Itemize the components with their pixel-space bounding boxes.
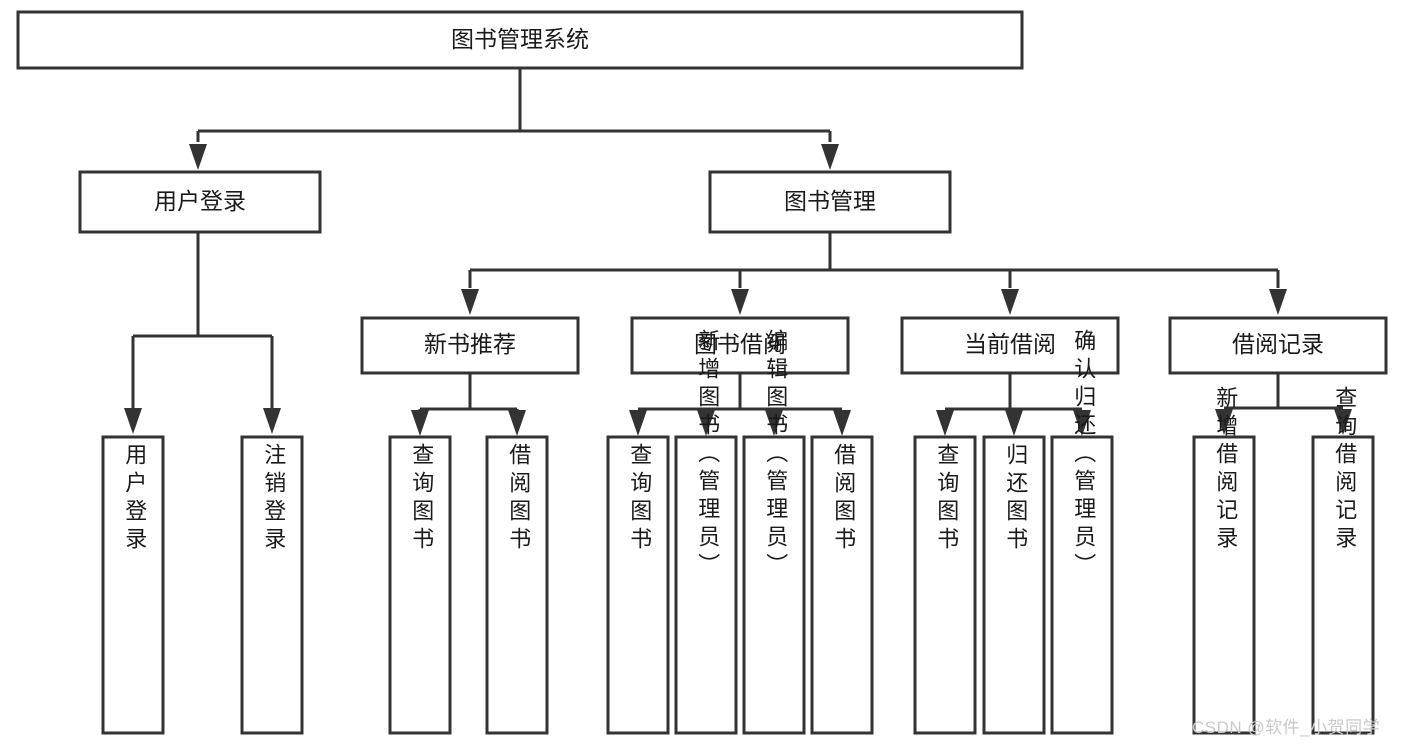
node-leaf-edit-book[interactable]: 编辑图书（管理员） [742, 329, 806, 735]
node-leaf-query-book-1-box[interactable] [388, 435, 452, 735]
node-new-book-recommend-label: 新书推荐 [424, 331, 516, 357]
node-borrow-record-label: 借阅记录 [1232, 331, 1324, 357]
node-borrow-record-box[interactable] [1168, 316, 1388, 375]
node-leaf-user-login[interactable]: 用户登录 [101, 435, 165, 735]
node-leaf-query-book-2-box[interactable] [606, 435, 670, 735]
node-leaf-user-login-box[interactable] [101, 435, 165, 735]
node-leaf-user-logout[interactable]: 注销登录 [240, 435, 304, 735]
node-leaf-confirm-return-label: 确认归还（管理员） [1071, 329, 1096, 581]
arrow-to-leaf-borrow-book-1 [508, 410, 526, 436]
node-leaf-query-book-2-label: 查询图书 [627, 443, 652, 555]
node-leaf-borrow-book-2[interactable]: 借阅图书 [810, 435, 874, 735]
node-leaf-confirm-return[interactable]: 确认归还（管理员） [1050, 329, 1114, 735]
node-leaf-add-book-label: 新增图书（管理员） [695, 329, 720, 581]
node-leaf-query-book-3-box[interactable] [913, 435, 977, 735]
node-current-borrow-label: 当前借阅 [964, 331, 1056, 357]
node-book-borrow[interactable]: 图书借阅 [630, 316, 850, 375]
node-leaf-borrow-book-1[interactable]: 借阅图书 [485, 435, 549, 735]
arrow-to-book-manage [821, 144, 839, 170]
node-user-login[interactable]: 用户登录 [78, 170, 322, 234]
arrow-to-leaf-user-login [124, 408, 142, 434]
arrow-to-leaf-return-book [1005, 410, 1023, 436]
node-leaf-user-logout-box[interactable] [240, 435, 304, 735]
node-book-borrow-label: 图书借阅 [694, 331, 786, 357]
node-leaf-query-book-3[interactable]: 查询图书 [913, 435, 977, 735]
node-leaf-edit-book-label: 编辑图书（管理员） [763, 329, 788, 581]
node-leaf-edit-book-box[interactable] [742, 435, 806, 735]
node-leaf-borrow-book-2-box[interactable] [810, 435, 874, 735]
node-leaf-query-record-box[interactable] [1311, 435, 1375, 735]
node-book-manage-label: 图书管理 [784, 188, 876, 214]
node-leaf-query-book-2[interactable]: 查询图书 [606, 435, 670, 735]
node-leaf-borrow-book-2-label: 借阅图书 [831, 443, 856, 555]
connector-layer [124, 68, 1352, 436]
node-current-borrow[interactable]: 当前借阅 [900, 316, 1120, 375]
node-leaf-query-record[interactable]: 查询借阅记录 [1311, 386, 1375, 735]
node-leaf-add-record-label: 新增借阅记录 [1213, 386, 1238, 554]
node-leaf-add-book[interactable]: 新增图书（管理员） [674, 329, 738, 735]
arrow-to-current-borrow [1001, 289, 1019, 315]
node-leaf-user-logout-label: 注销登录 [261, 443, 286, 555]
node-leaf-query-record-label: 查询借阅记录 [1332, 386, 1357, 554]
node-user-login-label: 用户登录 [154, 188, 246, 214]
arrow-to-leaf-query-book-2 [629, 410, 647, 436]
arrow-to-leaf-query-book-3 [936, 410, 954, 436]
node-new-book-recommend[interactable]: 新书推荐 [360, 316, 580, 375]
node-root-label: 图书管理系统 [451, 26, 589, 52]
node-leaf-return-book-label: 归还图书 [1003, 443, 1028, 555]
arrow-to-book-borrow [731, 289, 749, 315]
node-leaf-add-book-box[interactable] [674, 435, 738, 735]
arrow-to-leaf-borrow-book-2 [833, 410, 851, 436]
node-user-login-box[interactable] [78, 170, 322, 234]
node-new-book-recommend-box[interactable] [360, 316, 580, 375]
node-leaf-borrow-book-1-label: 借阅图书 [506, 443, 531, 555]
node-borrow-record[interactable]: 借阅记录 [1168, 316, 1388, 375]
node-leaf-borrow-book-1-box[interactable] [485, 435, 549, 735]
node-leaf-add-record[interactable]: 新增借阅记录 [1192, 386, 1256, 735]
arrow-to-user-login [189, 144, 207, 170]
node-book-manage[interactable]: 图书管理 [708, 170, 952, 234]
node-leaf-add-record-box[interactable] [1192, 435, 1256, 735]
node-leaf-user-login-label: 用户登录 [122, 443, 147, 555]
node-leaf-query-book-3-label: 查询图书 [934, 443, 959, 555]
node-current-borrow-box[interactable] [900, 316, 1120, 375]
node-root-box[interactable] [16, 10, 1024, 70]
node-leaf-query-book-1-label: 查询图书 [409, 443, 434, 555]
node-book-manage-box[interactable] [708, 170, 952, 234]
arrow-to-new-book-recommend [461, 289, 479, 315]
node-root[interactable]: 图书管理系统 [16, 10, 1024, 70]
node-book-borrow-box[interactable] [630, 316, 850, 375]
node-leaf-confirm-return-box[interactable] [1050, 435, 1114, 735]
node-leaf-query-book-1[interactable]: 查询图书 [388, 435, 452, 735]
arrow-to-borrow-record [1269, 289, 1287, 315]
node-leaf-return-book[interactable]: 归还图书 [982, 435, 1046, 735]
node-leaf-return-book-box[interactable] [982, 435, 1046, 735]
arrow-to-leaf-query-book-1 [411, 410, 429, 436]
arrow-to-leaf-user-logout [263, 408, 281, 434]
